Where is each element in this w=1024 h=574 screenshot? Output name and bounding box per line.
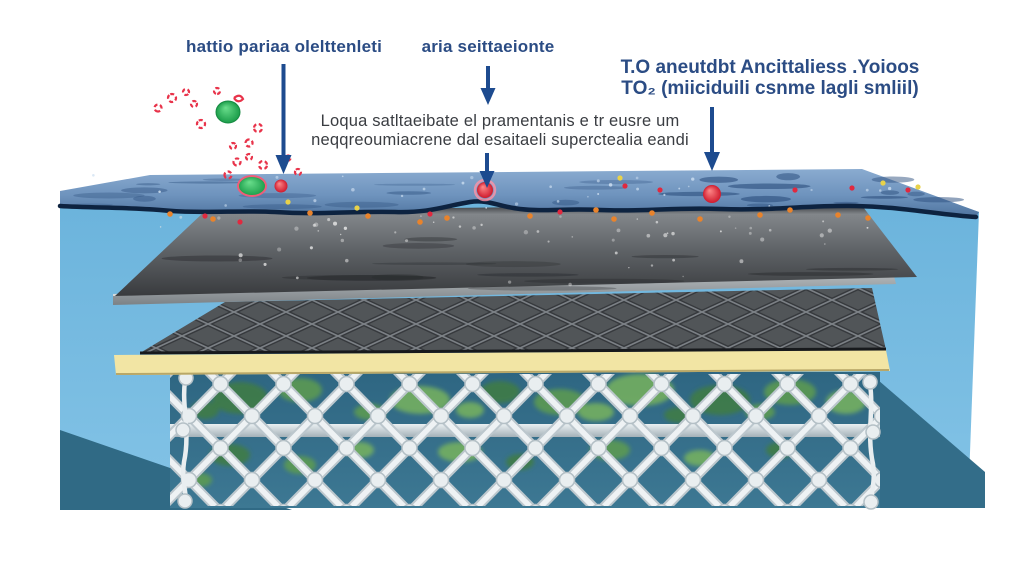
label-right-line1: T.O aneutdbt Ancittaliess .Yoioos xyxy=(620,57,920,78)
membrane-edge-line xyxy=(115,369,890,375)
label-floating-debris: hattio pariaa olelttenleti xyxy=(185,37,383,56)
teal-wedge-right xyxy=(878,380,985,508)
fabric-sheen xyxy=(140,288,886,353)
caption-line1: Loqua satltaeibate el pramentanis e tr e… xyxy=(320,112,680,130)
down-arrow-icon xyxy=(479,153,495,188)
sand-layer-texture xyxy=(159,215,899,291)
down-arrow-icon xyxy=(275,64,292,174)
red-particle-ball-right xyxy=(703,185,721,203)
waterline-front-edge xyxy=(57,199,979,220)
down-arrow-icon xyxy=(704,107,720,171)
label-settling-particles: aria seittaeionte xyxy=(421,37,555,56)
red-particle-ball-left xyxy=(274,179,288,193)
down-arrow-icon xyxy=(480,66,496,105)
water-surface-texture xyxy=(70,173,965,210)
caption-block: Loqua satltaeibate el pramentanis e tr e… xyxy=(311,112,689,150)
fabric-bottom-edge xyxy=(139,347,887,355)
fabric-quilted-layer xyxy=(140,288,886,353)
pollutant-specks xyxy=(167,175,921,225)
green-particle-floating xyxy=(237,175,267,197)
green-particle-falling xyxy=(215,94,245,124)
label-right-block: T.O aneutdbt Ancittaliess .Yoioos TO₂ (m… xyxy=(621,57,920,99)
membrane-yellow-band xyxy=(114,350,890,375)
label-right-line2: TO₂ (miiciduili csnme lagli smliil) xyxy=(621,78,919,99)
net-lattice xyxy=(170,374,880,506)
net-side-ropes xyxy=(175,370,881,510)
caption-line2: neqqreoumiacrene dal esaitaeli superctea… xyxy=(311,131,689,149)
water-surface xyxy=(60,169,979,217)
